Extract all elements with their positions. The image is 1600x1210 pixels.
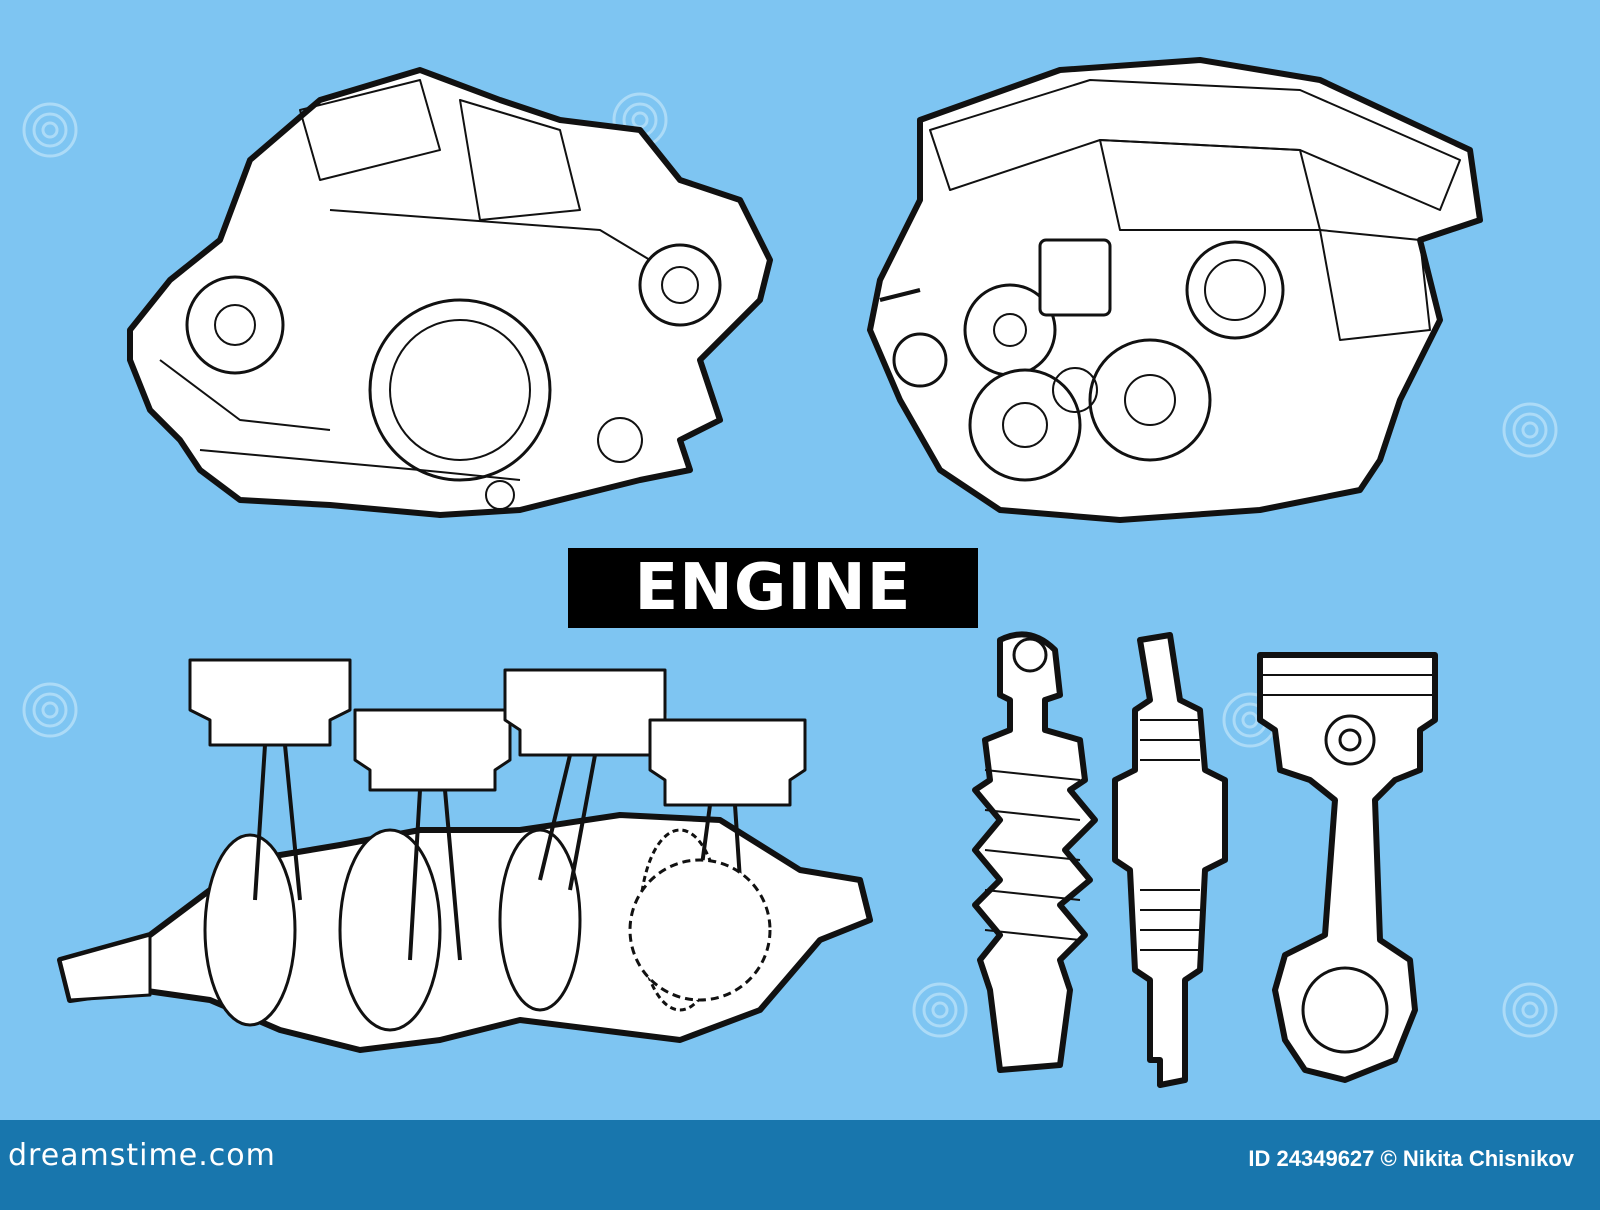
- motorcycle-engine: [127, 67, 773, 518]
- piston-connecting-rod: [1257, 652, 1438, 1083]
- stock-footer-bar: dreamstime.com ID 24349627 © Nikita Chis…: [0, 1120, 1600, 1210]
- crankshaft-assembly: [57, 658, 873, 1053]
- shock-absorber: [972, 631, 1098, 1073]
- engine-title-label: ENGINE: [568, 548, 978, 628]
- image-credit: ID 24349627 © Nikita Chisnikov: [1248, 1146, 1574, 1171]
- car-v8-engine: [867, 57, 1483, 523]
- title-text: ENGINE: [634, 551, 912, 625]
- spark-plug: [1112, 632, 1228, 1088]
- engine-parts-drawing: [0, 0, 1600, 1120]
- illustration-area: ENGINE: [0, 0, 1600, 1120]
- brand-logo-text: dreamstime.com: [8, 1138, 276, 1173]
